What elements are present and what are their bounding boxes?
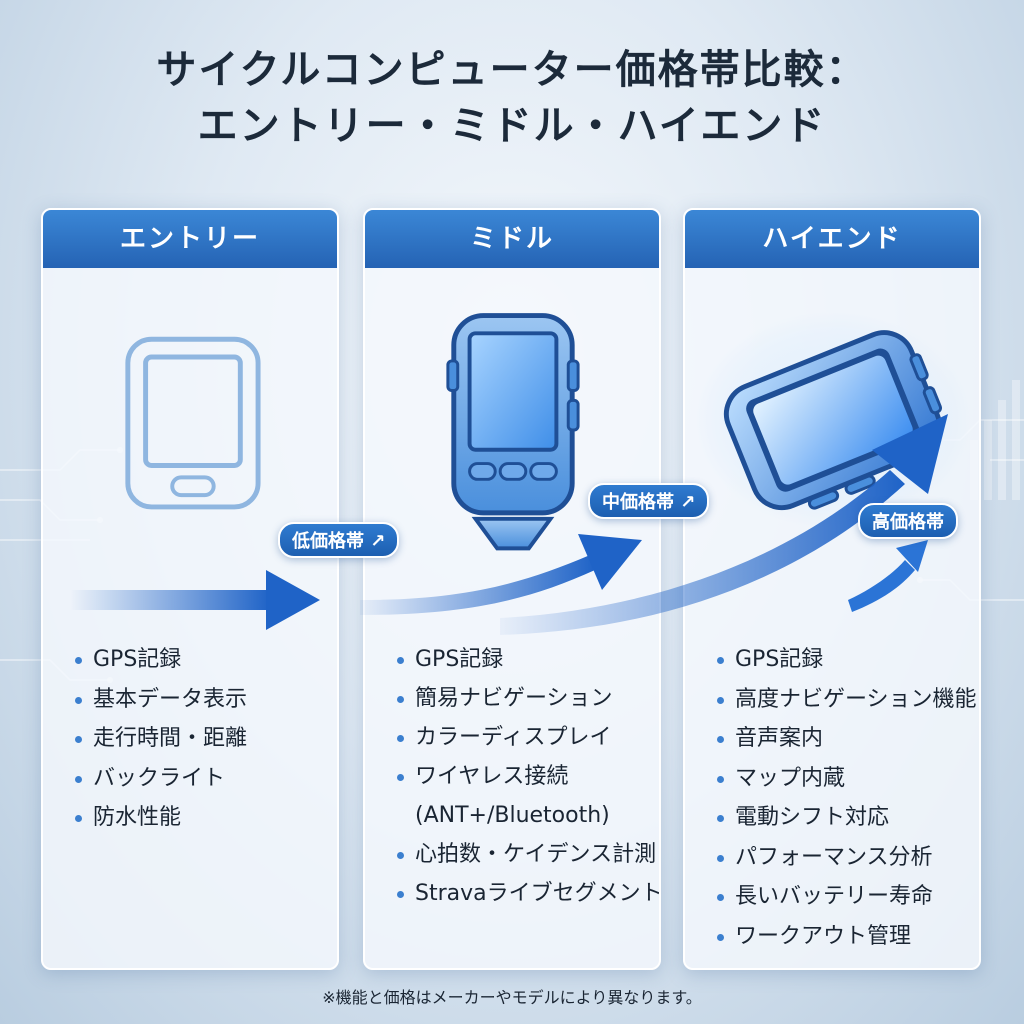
list-item: マップ内蔵 [717, 759, 977, 799]
high-price-badge: 高価格帯 [858, 503, 958, 539]
middle-column: ミドル GPS記録 簡易ナビゲーション カラーディスプレイ ワイヤレス接続 (A… [363, 208, 661, 970]
highend-column: ハイエンド GPS記録 高 [683, 208, 981, 970]
list-item: GPS記録 [75, 640, 247, 680]
list-item: GPS記録 [397, 640, 659, 679]
list-item: 長いバッテリー寿命 [717, 877, 977, 917]
entry-feature-list: GPS記録 基本データ表示 走行時間・距離 バックライト 防水性能 [75, 640, 247, 838]
middle-column-header: ミドル [365, 210, 659, 268]
highend-column-header: ハイエンド [685, 210, 979, 268]
list-item: 基本データ表示 [75, 680, 247, 720]
list-item: 電動シフト対応 [717, 798, 977, 838]
low-price-label: 低価格帯 [292, 531, 364, 552]
color-bike-computer-icon [446, 313, 580, 551]
title-line-1: サイクルコンピューター価格帯比較： [156, 47, 868, 93]
low-price-badge: 低価格帯 ↗ [278, 522, 400, 558]
list-item: 音声案内 [717, 719, 977, 759]
list-item: パフォーマンス分析 [717, 838, 977, 878]
footnote: ※機能と価格はメーカーやモデルにより異なります。 [322, 988, 702, 1007]
list-item: Stravaライブセグメント [397, 874, 659, 913]
entry-column: エントリー GPS記録 基本データ表示 走行時間・距離 バックライト 防水性能 [41, 208, 339, 970]
basic-bike-computer-icon [125, 336, 261, 510]
list-item-label: ワイヤレス接続 [415, 764, 569, 789]
highend-feature-list: GPS記録 高度ナビゲーション機能 音声案内 マップ内蔵 電動シフト対応 パフォ… [717, 640, 977, 956]
list-item-sub: (ANT+/Bluetooth) [415, 803, 610, 828]
mid-price-badge: 中価格帯 ↗ [588, 483, 710, 519]
list-item: カラーディスプレイ [397, 718, 659, 757]
mid-price-label: 中価格帯 [602, 492, 674, 513]
list-item: 防水性能 [75, 798, 247, 838]
list-item: 高度ナビゲーション機能 [717, 680, 977, 720]
list-item: ワークアウト管理 [717, 917, 977, 957]
list-item: バックライト [75, 759, 247, 799]
title-line-2: エントリー・ミドル・ハイエンド [197, 103, 827, 149]
page-title: サイクルコンピューター価格帯比較： エントリー・ミドル・ハイエンド [0, 42, 1024, 154]
trend-up-icon: ↗ [680, 492, 696, 513]
trend-up-icon: ↗ [370, 531, 386, 552]
high-price-label: 高価格帯 [872, 512, 944, 533]
entry-column-header: エントリー [43, 210, 337, 268]
list-item: 簡易ナビゲーション [397, 679, 659, 718]
list-item: 心拍数・ケイデンス計測 [397, 835, 659, 874]
list-item: GPS記録 [717, 640, 977, 680]
list-item: 走行時間・距離 [75, 719, 247, 759]
list-item: ワイヤレス接続 (ANT+/Bluetooth) [397, 757, 659, 835]
middle-feature-list: GPS記録 簡易ナビゲーション カラーディスプレイ ワイヤレス接続 (ANT+/… [397, 640, 659, 913]
